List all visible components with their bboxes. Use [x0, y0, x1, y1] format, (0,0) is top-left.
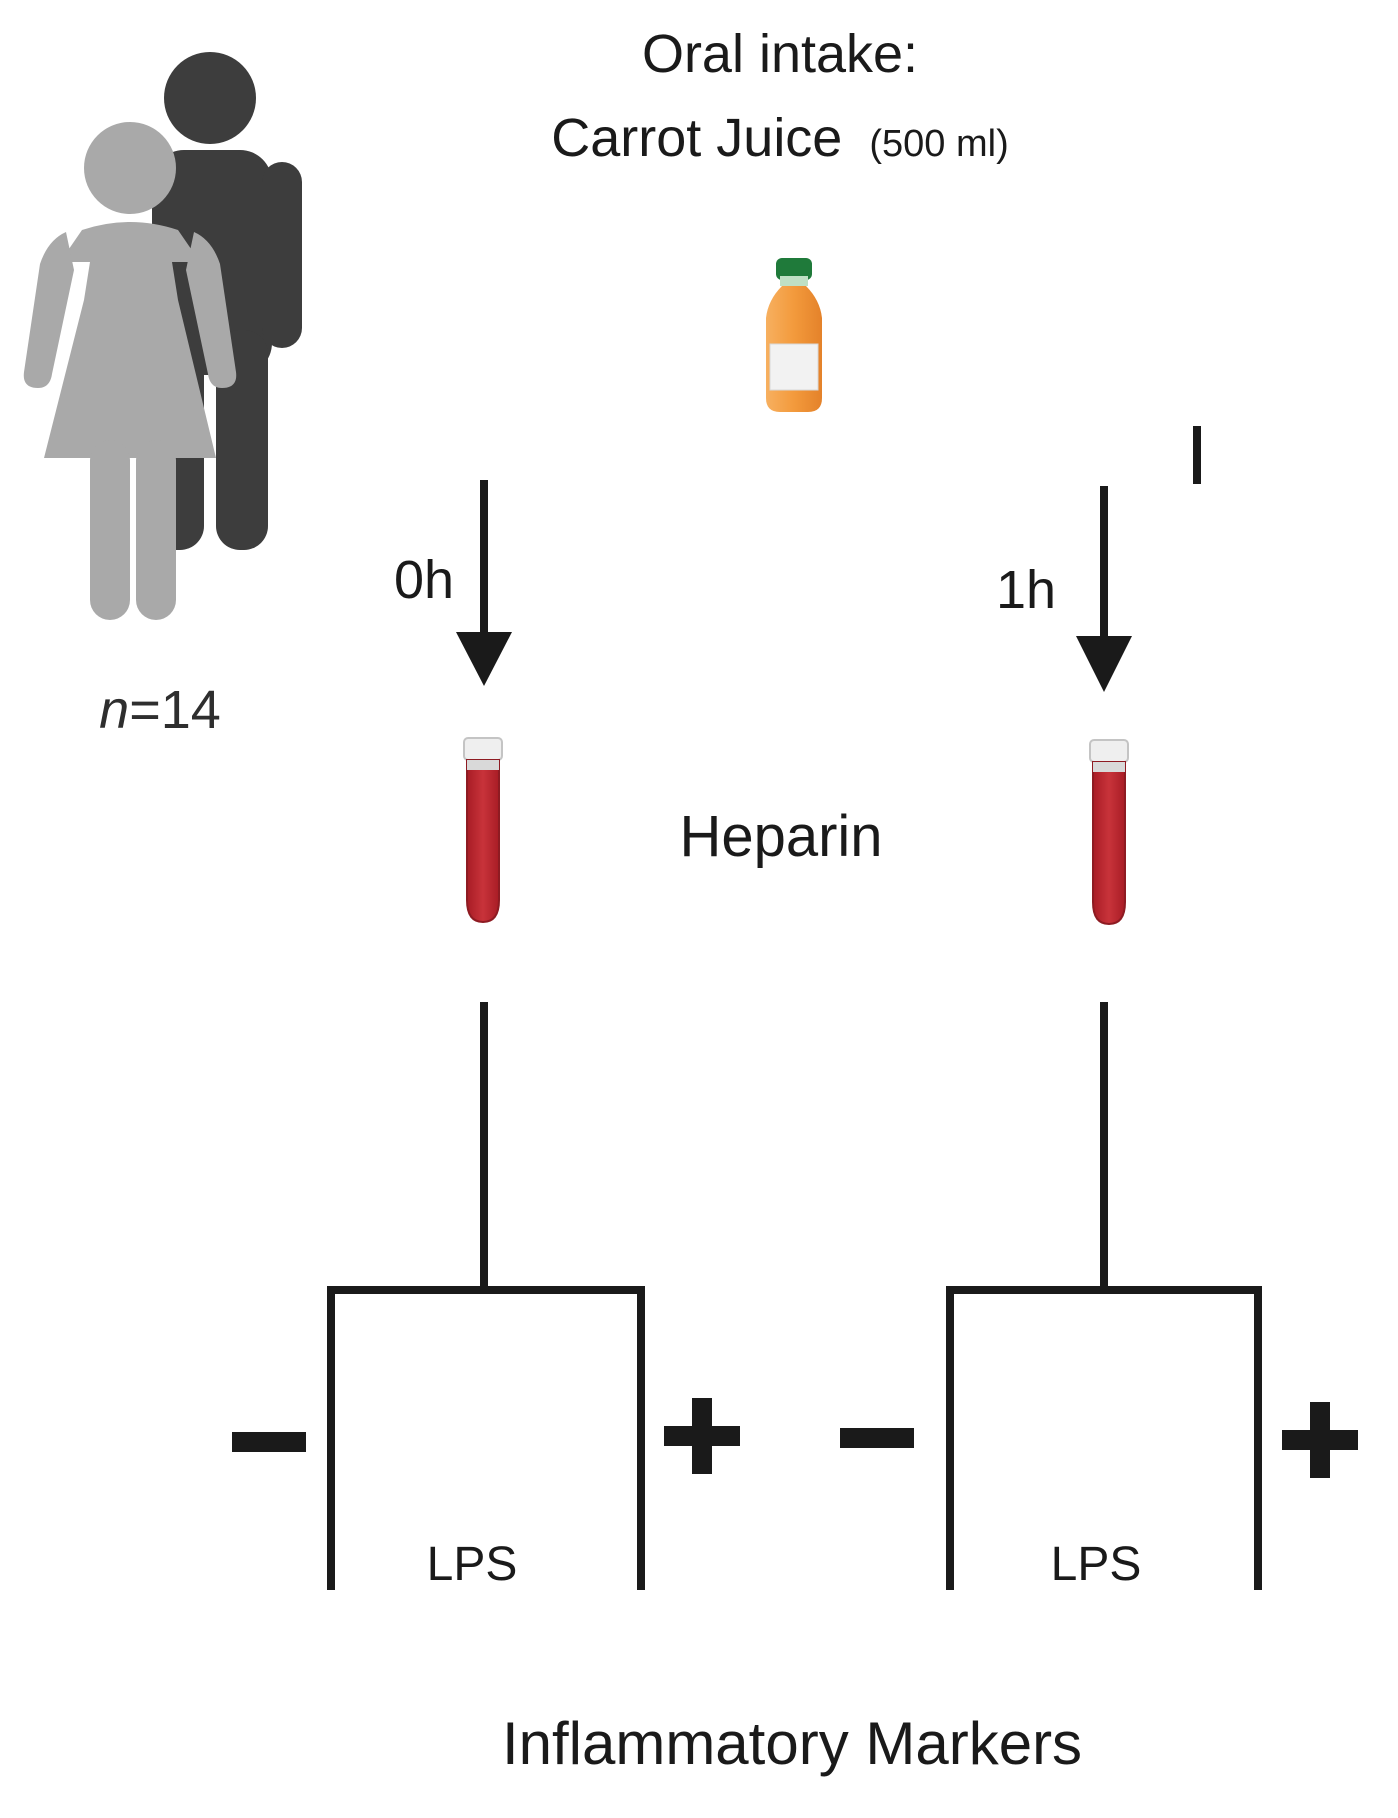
lps-bracket-0h	[327, 1002, 645, 1590]
n-symbol: n	[99, 680, 129, 740]
plus-sign-0h	[664, 1398, 740, 1474]
title-amount: (500 ml)	[869, 123, 1008, 165]
timepoint-0h-label: 0h	[394, 550, 454, 610]
minus-sign-0h	[232, 1432, 306, 1452]
people-icon	[23, 52, 302, 620]
sample-size-label: n=14	[99, 680, 221, 740]
lps-label-0h: LPS	[427, 1538, 518, 1591]
arrow-head-1h	[1076, 636, 1132, 692]
juice-bottle-icon	[766, 258, 822, 412]
woman-icon	[23, 122, 237, 620]
anticoagulant-label: Heparin	[679, 804, 882, 869]
title-product: Carrot Juice	[551, 108, 842, 168]
lps-label-1h: LPS	[1051, 1538, 1142, 1591]
arrow-head-0h	[456, 632, 512, 686]
n-value: =14	[129, 680, 221, 740]
plus-sign-1h	[1282, 1402, 1358, 1478]
minus-sign-1h	[840, 1428, 914, 1448]
title-line-2: Carrot Juice (500 ml)	[551, 108, 1008, 168]
timepoint-1h-label: 1h	[996, 560, 1056, 620]
title-line-1: Oral intake:	[642, 24, 918, 84]
lps-bracket-1h	[946, 1002, 1262, 1590]
blood-tube-icon	[463, 737, 503, 924]
blood-tube-icon	[1089, 739, 1129, 926]
outcome-label: Inflammatory Markers	[502, 1710, 1082, 1777]
